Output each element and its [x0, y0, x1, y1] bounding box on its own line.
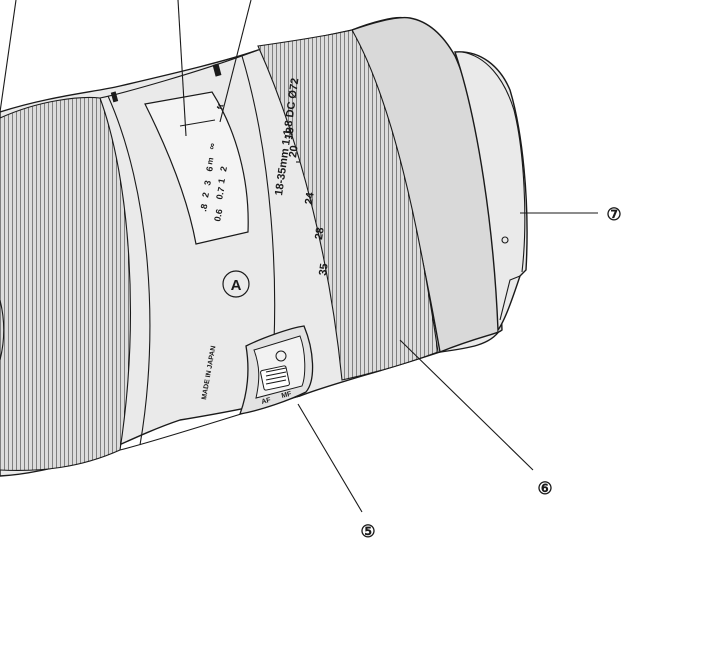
distance-unit-ft: ft [215, 103, 225, 111]
focus-ring-marker [110, 91, 119, 103]
distance-m-07: 0.7 [214, 186, 226, 200]
callout-5: ⑤ [360, 522, 375, 541]
leader-distance-index [219, 0, 252, 123]
distance-ft-6: 6 [204, 165, 215, 172]
distance-ft-inf: ∞ [206, 141, 217, 150]
mount-index-dot [501, 236, 509, 244]
barrel-top-edge [99, 49, 259, 99]
leader-focus-ring [0, 0, 17, 113]
leader-6 [399, 339, 534, 471]
distance-m-06: 0.6 [212, 208, 224, 222]
distance-unit-m: m [205, 157, 215, 166]
callout-7: ⑦ [606, 205, 621, 224]
zoom-mark-28: 28 [313, 227, 327, 241]
focus-mode-switch[interactable]: AF MF [239, 325, 314, 415]
distance-ft-08: .8 [198, 203, 209, 212]
distance-scale-window: ft m ∞ 6 3 2 .8 2 1 0.7 0.6 [144, 91, 249, 245]
focus-ring-edge [107, 95, 151, 446]
zoom-mark-35: 35 [317, 263, 331, 277]
distance-ft-3: 3 [202, 179, 213, 186]
lens-series-badge [212, 63, 222, 77]
focus-ring [0, 97, 131, 472]
leader-distance-scale [177, 0, 187, 137]
distance-ft-2: 2 [200, 191, 211, 198]
switch-label-mf: MF [281, 391, 293, 400]
switch-label-af: AF [261, 397, 272, 406]
leader-5 [297, 403, 363, 513]
distance-m-2: 2 [218, 165, 229, 172]
callout-6: ⑥ [537, 479, 552, 498]
leader-lines [0, 0, 598, 513]
zoom-mark-20: 20 [287, 145, 301, 159]
zoom-mark-18: 18 [283, 127, 297, 141]
zoom-scale: 18 20 24 28 35 [283, 127, 331, 277]
art-line-emblem: A [222, 270, 250, 298]
distance-m-1: 1 [216, 177, 227, 184]
art-line-letter: A [231, 277, 242, 294]
lens-mount [454, 51, 528, 333]
zoom-mark-24: 24 [303, 191, 317, 206]
